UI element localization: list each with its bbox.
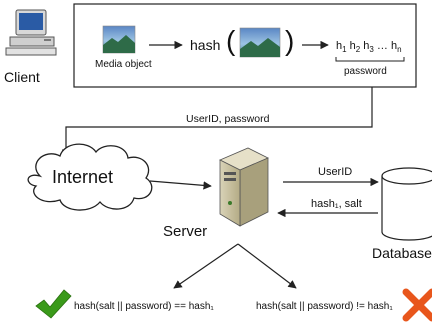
hash-h3: h xyxy=(363,40,370,52)
hash-open-paren: ( xyxy=(226,25,236,56)
hash-close-paren: ) xyxy=(285,25,295,56)
internet-cloud xyxy=(27,143,153,211)
password-label: password xyxy=(344,66,387,77)
hash-h2-sub: 2 xyxy=(355,45,361,55)
hash-h3-sub: 3 xyxy=(369,45,374,55)
failure-condition-label: hash(salt || password) != hash₁ xyxy=(256,301,393,312)
hash-function-label: hash xyxy=(190,37,221,53)
transfer-label: UserID, password xyxy=(186,113,270,125)
from-database-label: hash₁, salt xyxy=(311,198,362,210)
internet-to-server-arrow xyxy=(149,180,212,190)
cross-icon xyxy=(402,288,432,322)
hash-hn-sub: n xyxy=(397,45,402,55)
server-to-success-arrow xyxy=(173,243,239,289)
hash-ellipsis: … xyxy=(376,40,388,52)
hash-h1: h xyxy=(336,40,343,52)
hash-h2: h xyxy=(349,40,356,52)
database-cylinder xyxy=(381,167,432,241)
media-object-label: Media object xyxy=(95,59,152,70)
database-label: Database xyxy=(372,245,432,261)
hash-h1-sub: 1 xyxy=(342,45,347,55)
server-label: Server xyxy=(163,223,208,240)
media-object-image xyxy=(102,25,136,54)
client-computer-icon xyxy=(5,9,57,56)
internet-label: Internet xyxy=(52,167,114,187)
check-icon xyxy=(35,289,72,319)
success-condition-label: hash(salt || password) == hash₁ xyxy=(74,301,214,312)
client-to-internet-arrow xyxy=(61,87,373,158)
to-database-label: UserID xyxy=(318,166,353,178)
hash-sequence: h1 h2 h3 … hn xyxy=(336,41,402,54)
server-to-failure-arrow xyxy=(237,243,297,289)
password-bracket xyxy=(335,57,405,62)
server-icon xyxy=(219,147,269,227)
client-label: Client xyxy=(4,69,40,85)
hash-hn: h xyxy=(390,40,398,52)
client-box xyxy=(73,3,417,88)
hashed-media-image xyxy=(239,27,281,58)
